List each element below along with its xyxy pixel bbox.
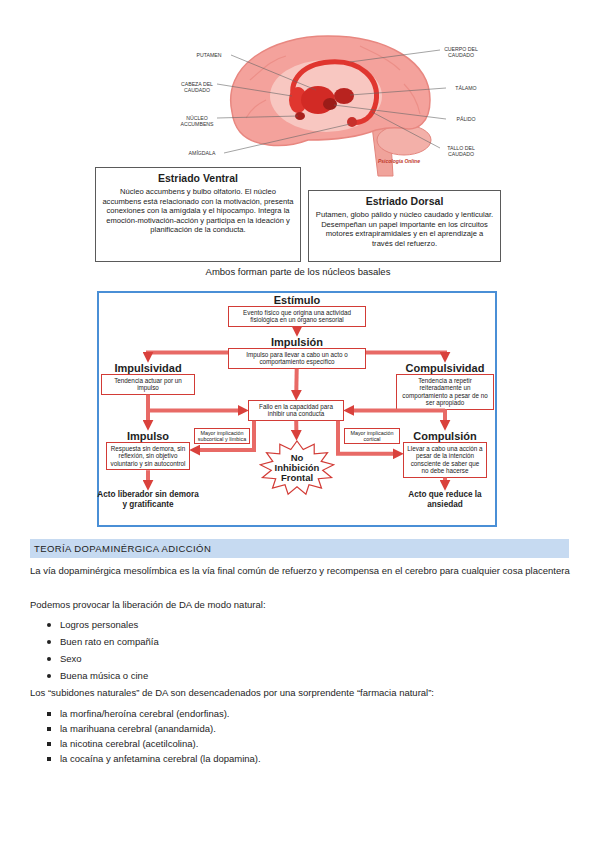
box-frame: Tendencia a repetir reiteradamente un co… [396, 374, 494, 410]
star-label-wrap: No Inhibición Frontal [259, 440, 335, 496]
bullet-square [47, 757, 51, 761]
info-panel: Estriado DorsalPutamen, globo pálido y n… [308, 190, 501, 262]
flow-arrow [366, 352, 445, 354]
leader-lines [217, 50, 446, 153]
part-label: TÁLAMO [446, 85, 486, 91]
part-label: AMÍGDALA [180, 150, 224, 156]
flow-arrow [443, 410, 447, 422]
part-label: CABEZA DEL CAUDADO [177, 81, 217, 93]
box-text: Impulso para llevar a cabo un acto o com… [232, 351, 362, 366]
brain-core [270, 60, 382, 132]
body-text: la marihuana cerebral (anandamida). [60, 722, 560, 735]
note-box: Mayor implicación cortical [344, 428, 400, 444]
panel-body: Putamen, globo pálido y núcleo caudado y… [315, 210, 494, 248]
box-heading: Compulsión [403, 430, 487, 442]
box-text: Mayor implicación cortical [347, 430, 397, 442]
box-frame: Tendencia actuar por un impulso [101, 374, 195, 395]
panel-body: Núcleo accumbens y bulbo olfatorio. El n… [102, 187, 294, 235]
box-heading: Compulsividad [396, 362, 494, 374]
box-text: Fallo en la capacidad para inhibir una c… [252, 403, 340, 418]
box-heading: Impulso [106, 430, 190, 442]
section-heading: TEORÍA DOPAMINÉRGICA ADICCIÓN [34, 543, 565, 554]
thalamus-shape [334, 88, 354, 104]
process-box: EstímuloEvento físico que origina una ac… [228, 294, 366, 327]
flow-arrow [294, 421, 298, 432]
amygdala-shape [347, 117, 357, 127]
process-box: ImpulsiónImpulso para llevar a cabo un a… [228, 336, 366, 369]
flow-arrow [443, 478, 447, 482]
note-box: Mayor implicación subcortical y límbica [194, 428, 250, 444]
panel-title: Estriado Ventral [102, 172, 294, 185]
body-text: Los “subidones naturales” de DA son dese… [30, 686, 575, 699]
flow-arrow [294, 369, 298, 392]
body-text: la cocaína y anfetamina cerebral (la dop… [60, 752, 560, 765]
flow-arrow [295, 327, 299, 328]
process-box: ImpulsividadTendencia actuar por un impu… [101, 362, 195, 395]
box-frame: Llevar a cabo una acción a pesar de la i… [403, 442, 487, 478]
bullet-square [47, 712, 51, 716]
bullet-disc [47, 657, 51, 661]
bullet-square [47, 727, 51, 731]
bullet-square [47, 742, 51, 746]
flow-arrow [148, 395, 240, 411]
box-heading: Estímulo [228, 294, 366, 306]
starburst-node: No Inhibición Frontal [259, 440, 335, 496]
body-text: la nicotina cerebral (acetilcolina). [60, 737, 560, 750]
box-frame: Respuesta sin demora, sin reflexión, sin… [106, 442, 190, 470]
cerebellum [377, 125, 431, 155]
flow-arrow [146, 395, 150, 422]
info-panel: Estriado VentralNúcleo accumbens y bulbo… [95, 167, 301, 262]
flow-arrow [148, 352, 228, 354]
pallidum-shape [323, 98, 337, 110]
box-text: Tendencia actuar por un impulso [105, 377, 191, 392]
body-text: Sexo [60, 652, 560, 665]
bullet-disc [47, 640, 51, 644]
flow-arrow [146, 470, 150, 482]
part-label: NÚCLEO ACCUMBENS [177, 115, 217, 127]
body-text: Buen rato en compañía [60, 635, 560, 648]
process-box: CompulsiónLlevar a cabo una acción a pes… [403, 430, 487, 478]
part-label: CUERPO DEL CAUDADO [440, 46, 482, 58]
box-text: Respuesta sin demora, sin reflexión, sin… [110, 445, 186, 467]
box-text: Evento físico que origina una actividad … [232, 309, 362, 324]
box-heading: Impulsión [228, 336, 366, 348]
panel-title: Estriado Dorsal [315, 195, 494, 208]
box-text: Acto liberador sin demora y gratificante [96, 490, 200, 509]
body-text: La vía dopaminérgica mesolímbica es la v… [30, 564, 575, 577]
flow-arrow [352, 408, 445, 413]
flow-arrow [338, 421, 395, 454]
bullet-disc [47, 623, 51, 627]
part-label: PUTAMEN [187, 52, 231, 58]
body-text: Podemos provocar la liberación de DA de … [30, 598, 575, 611]
watermark: Psicología Online [378, 158, 438, 164]
star-text: No Inhibición Frontal [270, 453, 324, 483]
part-label: TALLO DEL CAUDADO [440, 145, 482, 157]
outcome-node: Acto liberador sin demora y gratificante [96, 490, 200, 509]
section-band: TEORÍA DOPAMINÉRGICA ADICCIÓN [30, 539, 569, 558]
flow-arrow [198, 421, 254, 450]
bullet-disc [47, 674, 51, 678]
process-box: CompulsividadTendencia a repetir reitera… [396, 362, 494, 410]
caption-note: Ambos forman parte de los núcleos basale… [95, 266, 501, 278]
body-text: Buena música o cine [60, 669, 560, 682]
box-text: Acto que reduce la ansiedad [395, 490, 495, 509]
box-frame: Evento físico que origina una actividad … [228, 306, 366, 327]
body-text: Logros personales [60, 618, 560, 631]
outcome-node: Acto que reduce la ansiedad [395, 490, 495, 509]
part-label: PÁLIDO [446, 116, 486, 122]
box-text: Llevar a cabo una acción a pesar de la i… [407, 445, 483, 475]
box-text: Mayor implicación subcortical y límbica [197, 430, 247, 442]
process-box: Fallo en la capacidad para inhibir una c… [248, 400, 344, 421]
process-box: ImpulsoRespuesta sin demora, sin reflexi… [106, 430, 190, 470]
starburst-outline [260, 441, 333, 494]
box-text: Tendencia a repetir reiteradamente un co… [400, 377, 490, 407]
body-text: la morfina/heroína cerebral (endorfinas)… [60, 707, 560, 720]
caudate-nucleus [293, 62, 377, 123]
box-frame: Impulso para llevar a cabo un acto o com… [228, 348, 366, 369]
box-heading: Impulsividad [101, 362, 195, 374]
